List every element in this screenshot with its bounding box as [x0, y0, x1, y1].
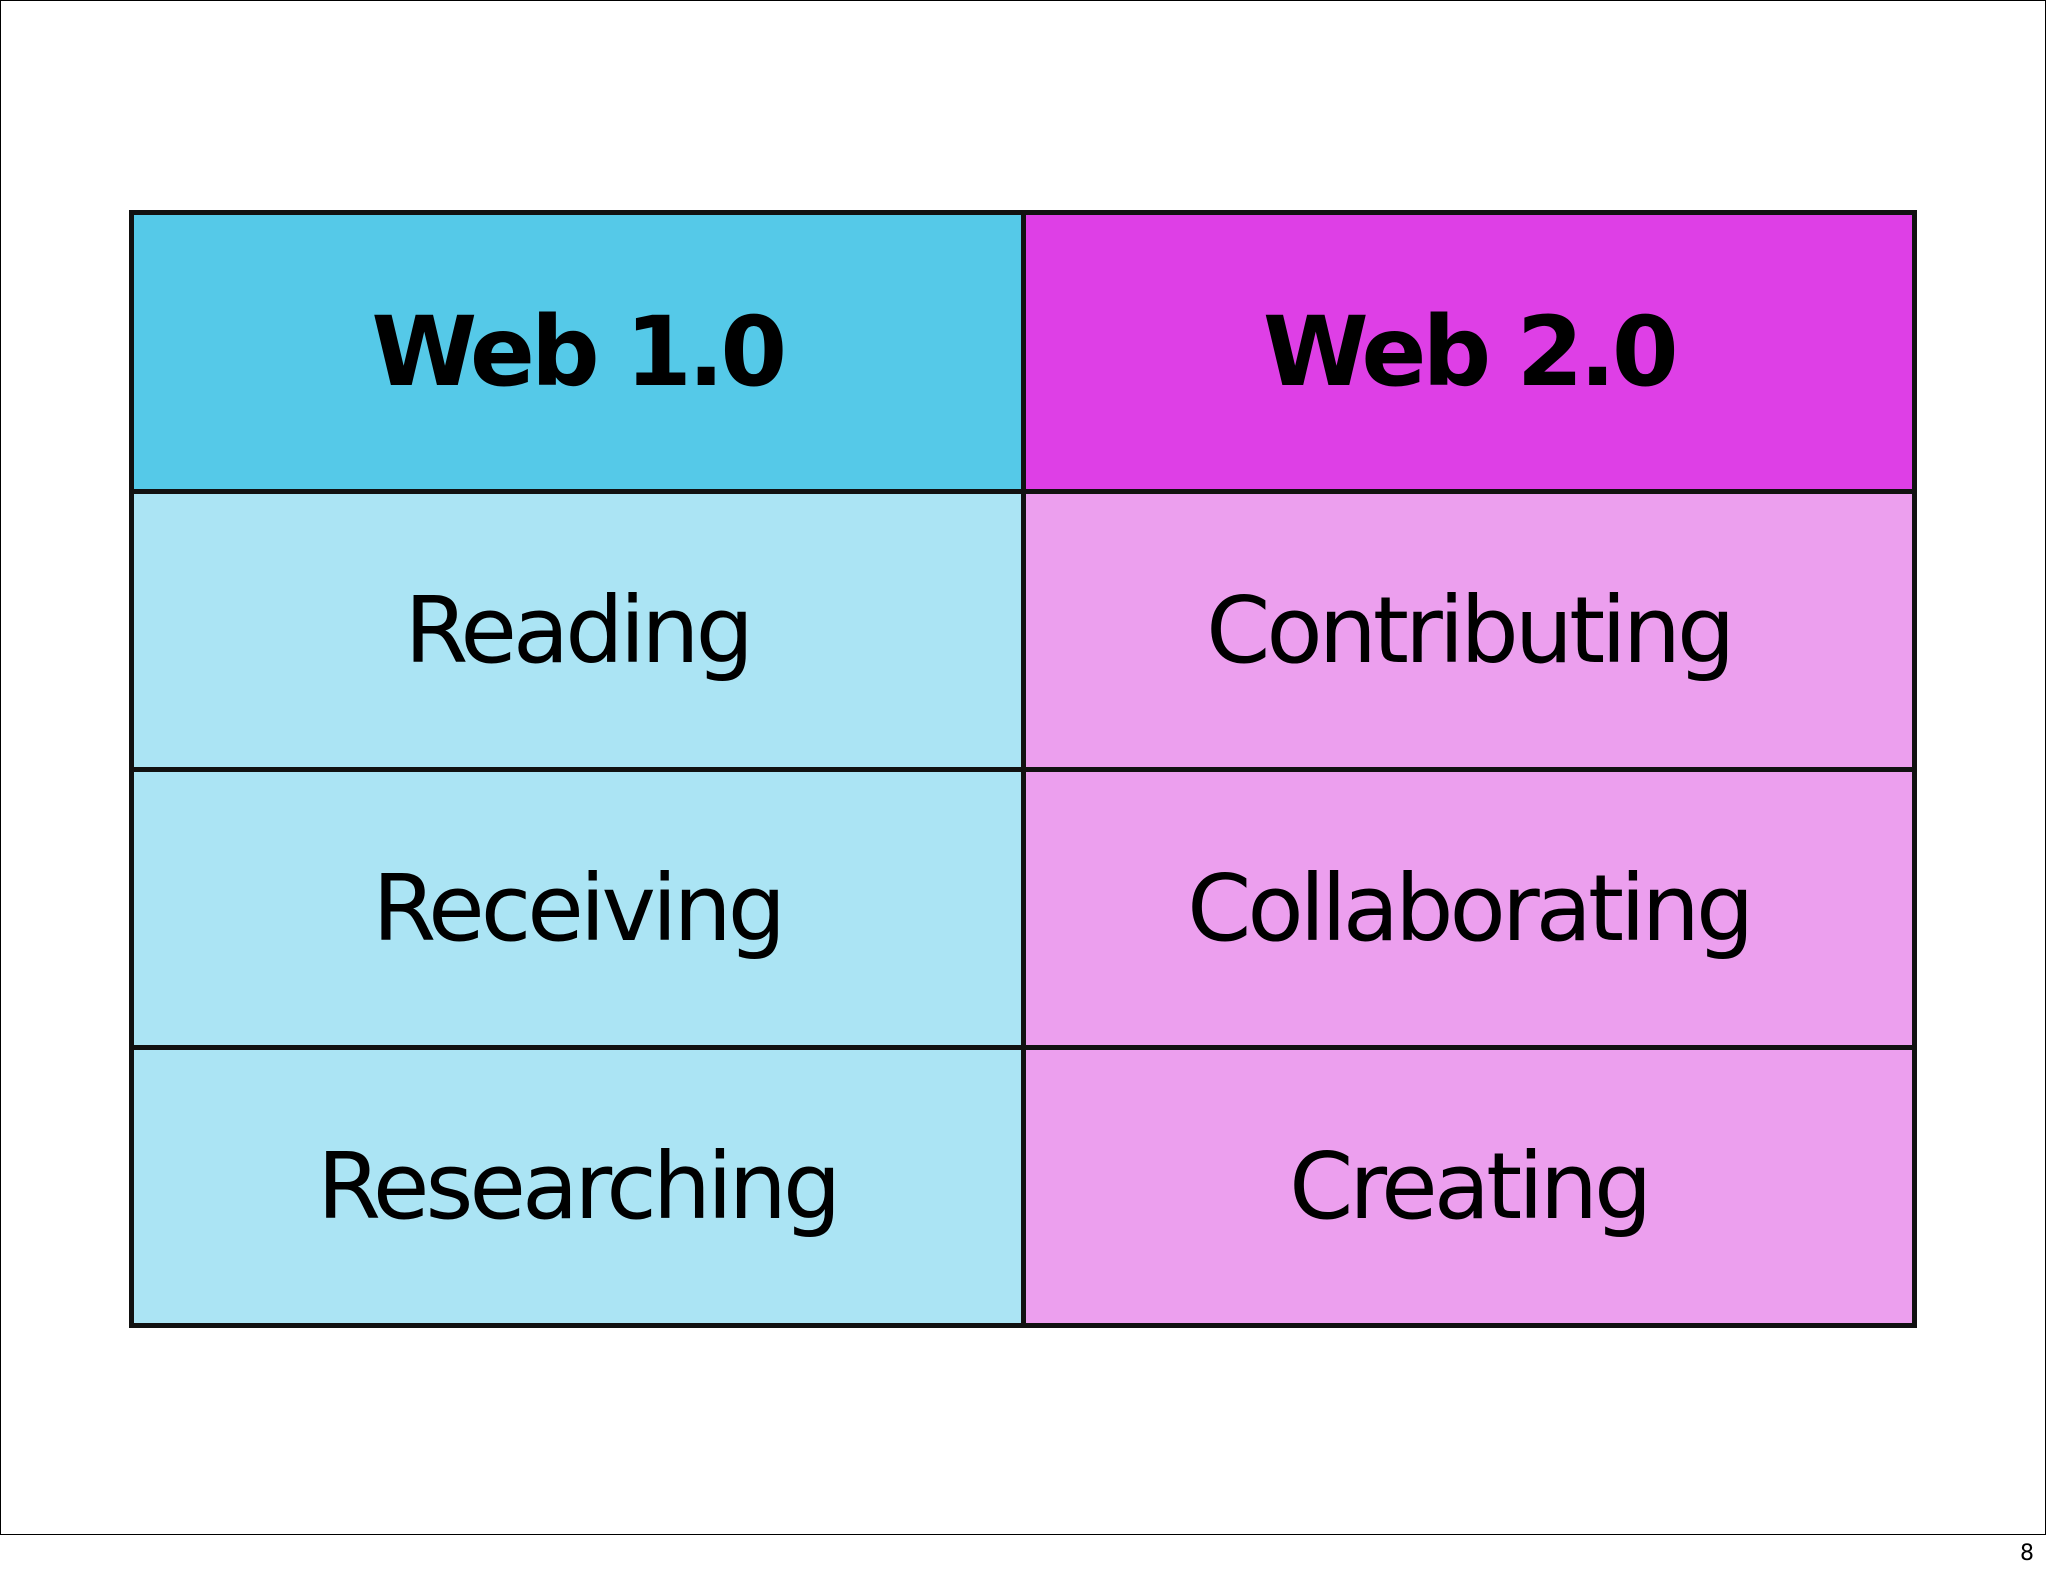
table-row: Receiving Collaborating: [129, 767, 1917, 1050]
header-web-2: Web 2.0: [1020, 210, 1917, 494]
cell-web-1-item-3: Researching: [129, 1045, 1026, 1328]
slide: Web 1.0 Web 2.0 Reading Contributing Rec…: [0, 0, 2046, 1535]
cell-web-1-item-1: Reading: [129, 489, 1026, 772]
cell-web-2-item-3: Creating: [1020, 1045, 1917, 1328]
comparison-table: Web 1.0 Web 2.0 Reading Contributing Rec…: [129, 210, 1917, 1328]
cell-web-2-item-1: Contributing: [1020, 489, 1917, 772]
cell-web-1-item-2: Receiving: [129, 767, 1026, 1050]
header-web-1: Web 1.0: [129, 210, 1026, 494]
header-row: Web 1.0 Web 2.0: [129, 210, 1917, 494]
cell-web-2-item-2: Collaborating: [1020, 767, 1917, 1050]
table-row: Researching Creating: [129, 1045, 1917, 1328]
table-row: Reading Contributing: [129, 489, 1917, 772]
page-number: 8: [2020, 1541, 2034, 1566]
